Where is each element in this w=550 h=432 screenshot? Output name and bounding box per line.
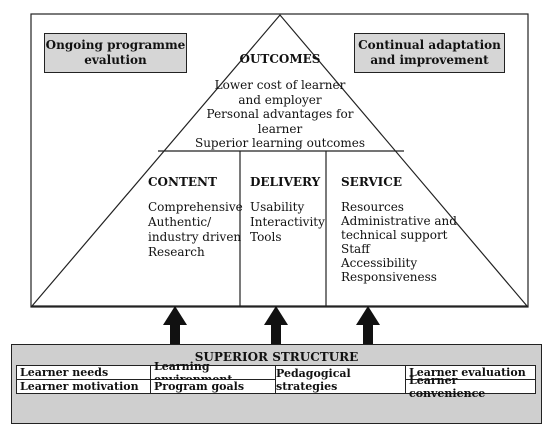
service-item: Staff bbox=[341, 242, 370, 256]
content-heading: CONTENT bbox=[148, 175, 217, 189]
adaptation-label: Continual adaptation and improvement bbox=[358, 38, 501, 67]
service-item: Resources bbox=[341, 200, 404, 214]
content-item: Comprehensive bbox=[148, 200, 243, 214]
arrow-up-icon bbox=[163, 306, 187, 345]
outcome-line: learner bbox=[257, 121, 303, 136]
arrow-up-icon bbox=[356, 306, 380, 345]
ongoing-evaluation-box: Ongoing programme evalution bbox=[44, 33, 187, 73]
learner-motivation-label: Learner motivation bbox=[20, 380, 139, 393]
outcomes-list: Lower cost of learner and employer Perso… bbox=[180, 78, 380, 151]
delivery-item: Interactivity bbox=[250, 215, 325, 229]
arrow-up-icon bbox=[264, 306, 288, 345]
pyramid bbox=[30, 14, 529, 307]
learner-convenience-label: Learner convenience bbox=[409, 373, 486, 400]
service-item: technical support bbox=[341, 228, 448, 242]
program-goals-cell: Program goals bbox=[150, 379, 276, 394]
content-item: Authentic/ bbox=[148, 215, 212, 229]
service-item: Accessibility bbox=[341, 256, 418, 270]
content-list: Comprehensive Authentic/ industry driven… bbox=[148, 200, 243, 260]
learner-needs-label: Learner needs bbox=[20, 366, 109, 379]
delivery-item: Usability bbox=[250, 200, 305, 214]
learner-needs-cell: Learner needs bbox=[16, 365, 158, 380]
delivery-list: Usability Interactivity Tools bbox=[250, 200, 325, 245]
program-goals-label: Program goals bbox=[154, 380, 245, 393]
learner-convenience-cell: Learner convenience bbox=[405, 374, 536, 400]
delivery-item: Tools bbox=[250, 230, 282, 244]
learning-environment-cell: Learning environment bbox=[150, 360, 276, 386]
learner-evaluation-label: Learner evaluation bbox=[409, 366, 526, 379]
service-item: Administrative and bbox=[341, 214, 457, 228]
learner-evaluation-cell: Learner evaluation bbox=[405, 365, 536, 380]
ongoing-evaluation-label: Ongoing programme evalution bbox=[45, 38, 186, 67]
service-list: Resources Administrative and technical s… bbox=[341, 200, 457, 284]
outcome-line: Superior learning outcomes bbox=[194, 136, 366, 150]
outer-frame bbox=[30, 13, 529, 308]
learner-motivation-cell: Learner motivation bbox=[16, 379, 158, 394]
pedagogical-strategies-label: Pedagogical strategies bbox=[276, 366, 351, 393]
outcome-line: Personal advantages for bbox=[206, 107, 354, 121]
outcome-line: and employer bbox=[238, 92, 322, 107]
superior-structure-title: SUPERIOR STRUCTURE bbox=[194, 350, 359, 364]
superior-structure-panel: SUPERIOR STRUCTURE Learner needs Learner… bbox=[11, 344, 542, 424]
pedagogical-strategies-cell: Pedagogical strategies bbox=[275, 365, 406, 394]
service-heading: SERVICE bbox=[341, 175, 402, 189]
delivery-heading: DELIVERY bbox=[250, 175, 321, 189]
outcomes-heading: OUTCOMES bbox=[239, 52, 321, 66]
service-item: Responsiveness bbox=[341, 270, 437, 284]
adaptation-box: Continual adaptation and improvement bbox=[354, 33, 505, 73]
content-item: Research bbox=[148, 245, 205, 259]
outcome-line: Lower cost of learner bbox=[214, 78, 346, 92]
content-item: industry driven bbox=[148, 230, 242, 244]
